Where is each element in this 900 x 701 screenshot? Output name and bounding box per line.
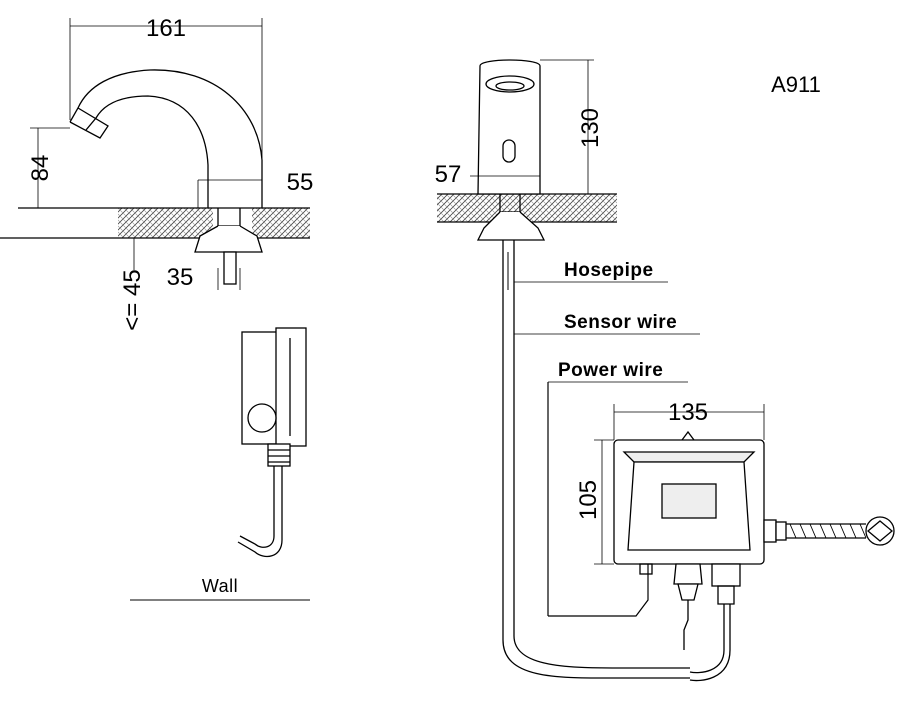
dim-counter-thickness: <= 45 (119, 269, 146, 330)
faucet-body-front (477, 59, 541, 195)
wall-mount-box-side (130, 327, 310, 601)
valve-icon (865, 516, 895, 546)
control-box-window (661, 483, 717, 519)
label-hosepipe: Hosepipe (564, 260, 654, 281)
dim-spout-height: 84 (27, 155, 54, 182)
dim-faucet-base: 57 (435, 161, 462, 188)
counter-hatch-left (118, 208, 213, 238)
dim-box-width: 135 (668, 399, 708, 426)
dim-shank-width: 35 (167, 264, 194, 291)
label-wall: Wall (202, 576, 238, 596)
dim-base-width: 55 (287, 169, 314, 196)
spout-inner (85, 95, 209, 208)
spout-aerator (69, 107, 109, 139)
side-view-faucet (0, 18, 310, 290)
counter-hatch-right (252, 208, 310, 238)
label-sensor-wire: Sensor wire (564, 312, 677, 333)
dim-faucet-height: 130 (577, 108, 604, 148)
control-box-front (594, 404, 895, 682)
sensor-window (502, 139, 516, 163)
front-view-faucet (437, 59, 700, 679)
spout-outer (69, 69, 263, 208)
label-power-wire: Power wire (558, 360, 663, 381)
shank (223, 251, 237, 285)
model-number: A911 (771, 72, 821, 97)
dim-spout-reach: 161 (146, 15, 186, 42)
dim-box-height: 105 (575, 480, 602, 520)
